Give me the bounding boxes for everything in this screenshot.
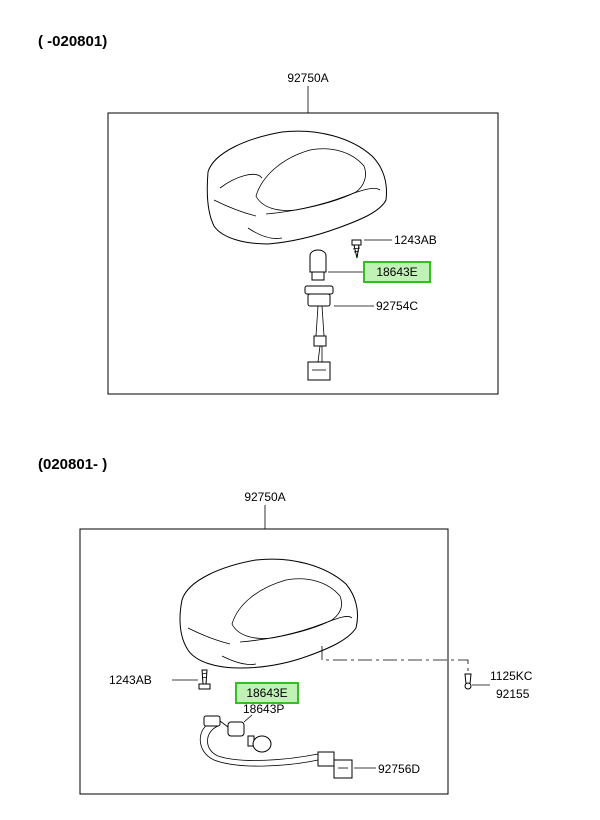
- section-2-leader-18643p: [243, 714, 253, 723]
- section-2-date-range: (020801- ): [38, 456, 107, 473]
- section-1-assembly-label[interactable]: 92750A: [287, 71, 328, 85]
- section-2-label-1243ab[interactable]: 1243AB: [109, 673, 152, 687]
- section-2-lamp-housing[interactable]: [179, 558, 359, 669]
- section-2-bulb-18643p[interactable]: [247, 735, 272, 753]
- section-2-leader-housing-fastener: [321, 646, 469, 674]
- section-1-label-92754c[interactable]: 92754C: [376, 299, 418, 313]
- section-2-label-18643p[interactable]: 18643P: [243, 702, 284, 716]
- section-2-assembly-label[interactable]: 92750A: [244, 490, 285, 504]
- section-1-label-1243ab[interactable]: 1243AB: [394, 233, 437, 247]
- section-2-screw-1243ab[interactable]: [198, 669, 211, 690]
- section-1-highlight-18643e: [363, 261, 431, 283]
- section-1-screw-1243ab[interactable]: [351, 239, 362, 259]
- section-1-lamp-housing[interactable]: [206, 130, 387, 245]
- section-1-label-18643e[interactable]: 18643E: [376, 265, 417, 279]
- section-2-harness-92756d[interactable]: [199, 715, 353, 779]
- section-1-frame: [107, 112, 499, 395]
- section-2-label-1125kc[interactable]: 1125KC: [490, 669, 533, 683]
- section-1-bulb-18643e[interactable]: [309, 249, 327, 281]
- section-1-date-range: ( -020801): [38, 33, 107, 50]
- section-2-fastener-1125kc[interactable]: [464, 673, 472, 690]
- section-2-label-92756d[interactable]: 92756D: [378, 762, 420, 776]
- section-1-socket-92754c[interactable]: [304, 285, 334, 381]
- section-2-frame: [79, 528, 449, 795]
- section-2-label-18643e[interactable]: 18643E: [246, 686, 287, 700]
- section-2-highlight-18643e: [235, 682, 299, 704]
- section-2-label-92155[interactable]: 92155: [496, 687, 530, 701]
